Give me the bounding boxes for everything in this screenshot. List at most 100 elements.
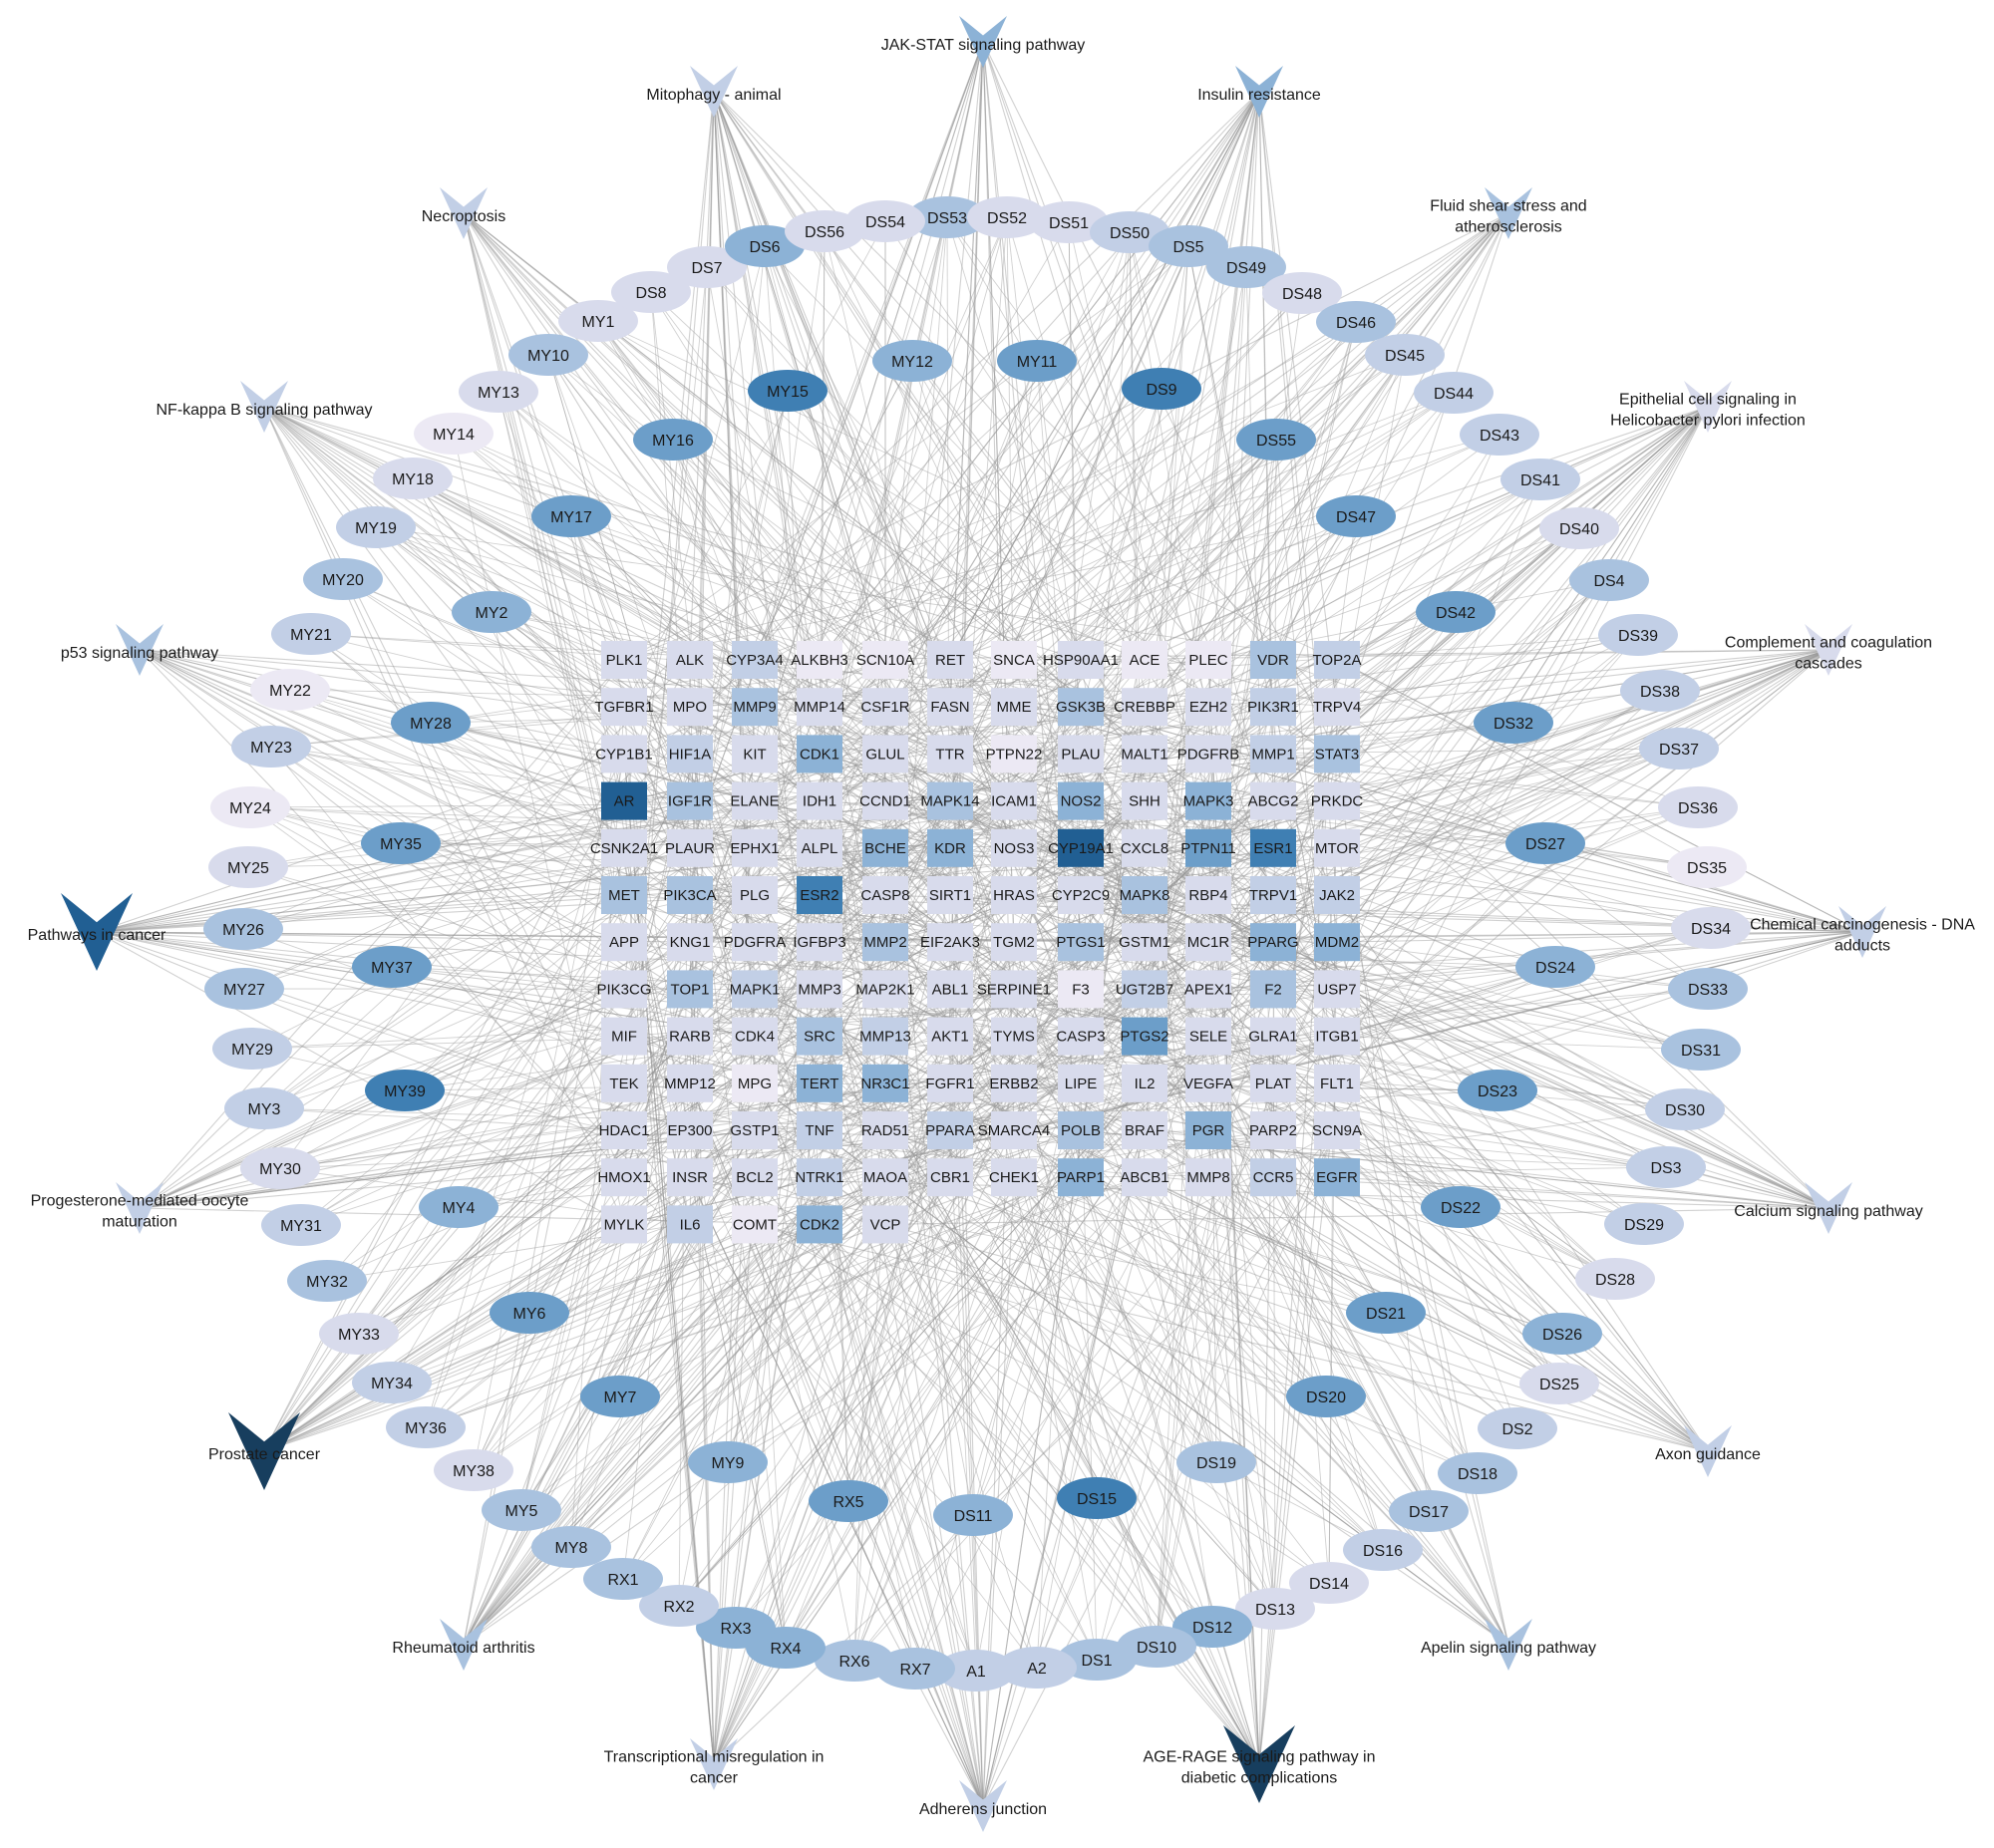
target-label: SERPINE1 — [977, 981, 1051, 998]
compound-ellipse — [303, 558, 383, 600]
edge — [1036, 1129, 1274, 1669]
edge — [263, 406, 821, 661]
compound-ellipse — [785, 210, 864, 252]
target-label: SCN9A — [1312, 1122, 1362, 1139]
target-label: PTPN11 — [1180, 840, 1236, 857]
compound-ellipse — [936, 1650, 1016, 1692]
edge — [1328, 894, 1338, 1584]
edge — [263, 1036, 625, 1452]
edge — [570, 515, 625, 661]
compound-ellipse — [815, 1640, 894, 1682]
pathway-node-epi: Epithelial cell signaling inHelicobacter… — [1610, 381, 1806, 433]
compound-node-rx1: RX1 — [583, 1558, 663, 1600]
target-box — [1185, 876, 1231, 914]
compound-ellipse — [1569, 559, 1649, 601]
edge — [847, 707, 1015, 1502]
edge — [713, 1082, 821, 1765]
target-node-rbp4: RBP4 — [1185, 876, 1231, 914]
compound-node-my35: MY35 — [361, 822, 441, 864]
target-box — [927, 781, 973, 820]
compound-ellipse — [1626, 1146, 1706, 1188]
compound-label: MY21 — [290, 627, 332, 644]
target-box — [1314, 688, 1360, 727]
edge — [1336, 1036, 1509, 1646]
edge — [1336, 634, 1639, 708]
target-box — [601, 828, 647, 867]
pathway-v-marker — [1838, 906, 1886, 958]
target-label: ACE — [1130, 652, 1161, 669]
compound-ellipse — [1667, 846, 1747, 888]
edge — [96, 931, 691, 1131]
target-box — [797, 1064, 842, 1102]
compound-label: DS36 — [1678, 800, 1718, 817]
edge — [1013, 406, 1709, 849]
edge — [754, 1176, 1260, 1765]
target-box — [991, 1158, 1037, 1197]
edge — [1080, 800, 1686, 1110]
compound-node-ds55: DS55 — [1236, 419, 1316, 461]
compound-node-my22: MY22 — [250, 669, 330, 711]
compound-node-ds28: DS28 — [1575, 1258, 1655, 1300]
pathway-label: p53 signaling pathway — [61, 645, 218, 662]
edge — [623, 659, 1509, 1646]
compound-ellipse — [688, 1441, 768, 1483]
edge — [884, 894, 1462, 1208]
edge — [1272, 966, 1556, 1131]
edge — [96, 931, 1015, 1131]
target-label: LIPE — [1065, 1076, 1098, 1092]
target-label: GSTM1 — [1119, 934, 1170, 951]
edge — [1272, 894, 1829, 1209]
compound-ellipse — [361, 822, 441, 864]
compound-node-my6: MY6 — [490, 1292, 569, 1334]
edge — [400, 753, 625, 844]
compound-ellipse — [1176, 1441, 1256, 1483]
target-node-mtor: MTOR — [1314, 828, 1360, 867]
edge — [1080, 800, 1712, 929]
compound-label: MY9 — [712, 1455, 745, 1472]
edge — [1272, 1082, 1518, 1429]
pathway-v-marker — [1805, 624, 1852, 676]
target-node-alk: ALK — [667, 641, 713, 679]
edge — [1336, 842, 1546, 1084]
edge — [735, 1176, 1146, 1629]
target-box — [732, 781, 778, 820]
compound-label: DS22 — [1441, 1200, 1481, 1217]
target-node-tyms: TYMS — [991, 1017, 1037, 1056]
edge — [713, 91, 1338, 708]
edge — [819, 41, 984, 801]
target-node-stat3: STAT3 — [1314, 735, 1360, 773]
compound-label: DS9 — [1146, 382, 1176, 399]
target-node-cdk1: CDK1 — [797, 735, 842, 773]
target-node-scn9a: SCN9A — [1312, 1111, 1362, 1149]
edge — [884, 231, 1131, 661]
target-label: CSF1R — [860, 699, 909, 716]
edge — [819, 1224, 1260, 1765]
edge — [263, 1223, 756, 1452]
edge — [263, 406, 625, 1225]
edge — [1207, 754, 1217, 1463]
compound-ellipse — [1460, 414, 1539, 456]
target-node-plec: PLEC — [1185, 641, 1231, 679]
compound-ellipse — [611, 271, 691, 313]
compound-ellipse — [204, 968, 284, 1010]
target-box — [732, 1158, 778, 1197]
target-node-ret: RET — [927, 641, 973, 679]
target-label: MPG — [738, 1076, 772, 1092]
target-label: CDK2 — [800, 1216, 839, 1233]
target-label: STAT3 — [1315, 746, 1359, 763]
edge — [1336, 847, 1509, 1646]
target-node-map2k1: MAP2K1 — [855, 970, 915, 1009]
pathway-v-marker — [440, 187, 488, 239]
target-box — [1314, 876, 1360, 914]
compound-label: MY4 — [443, 1200, 476, 1217]
edge — [623, 354, 1406, 661]
compound-ellipse — [1421, 1186, 1500, 1228]
pathway-v-marker — [690, 66, 738, 118]
target-label: CCR5 — [1253, 1169, 1294, 1186]
edge — [1156, 754, 1338, 1648]
edge-layer — [96, 41, 1863, 1807]
target-label: IL2 — [1135, 1076, 1156, 1092]
edge — [949, 942, 1158, 1648]
